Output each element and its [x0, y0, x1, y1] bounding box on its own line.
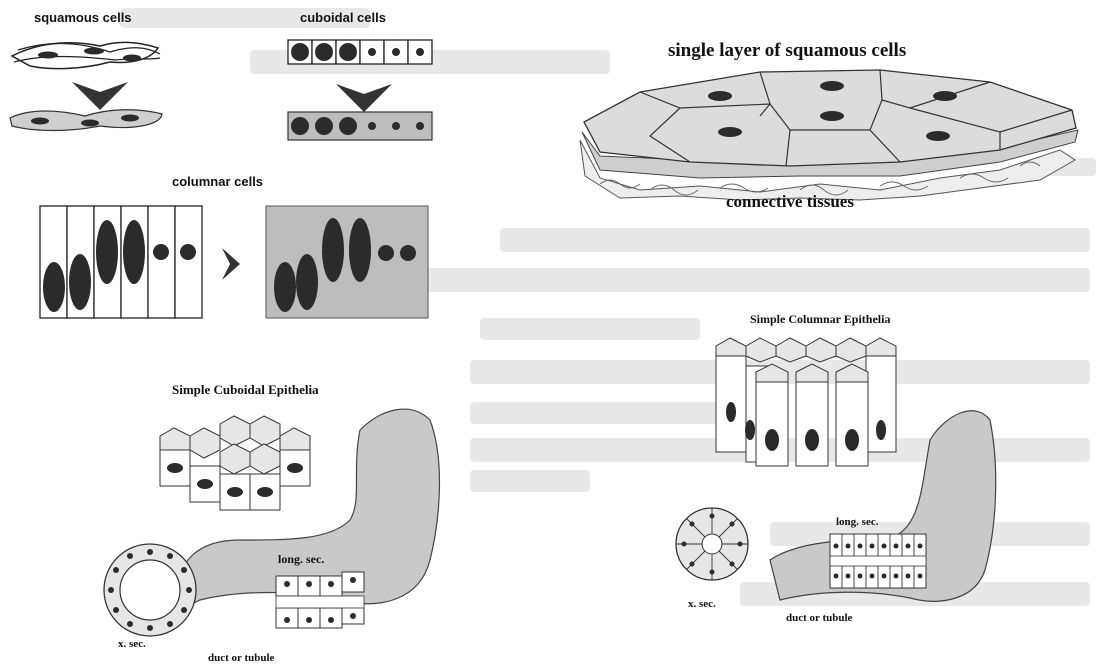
- x-sec-label-right: x. sec.: [688, 598, 716, 610]
- duct-tubule-label-right: duct or tubule: [786, 612, 852, 624]
- long-sec-label-right: long. sec.: [836, 516, 878, 528]
